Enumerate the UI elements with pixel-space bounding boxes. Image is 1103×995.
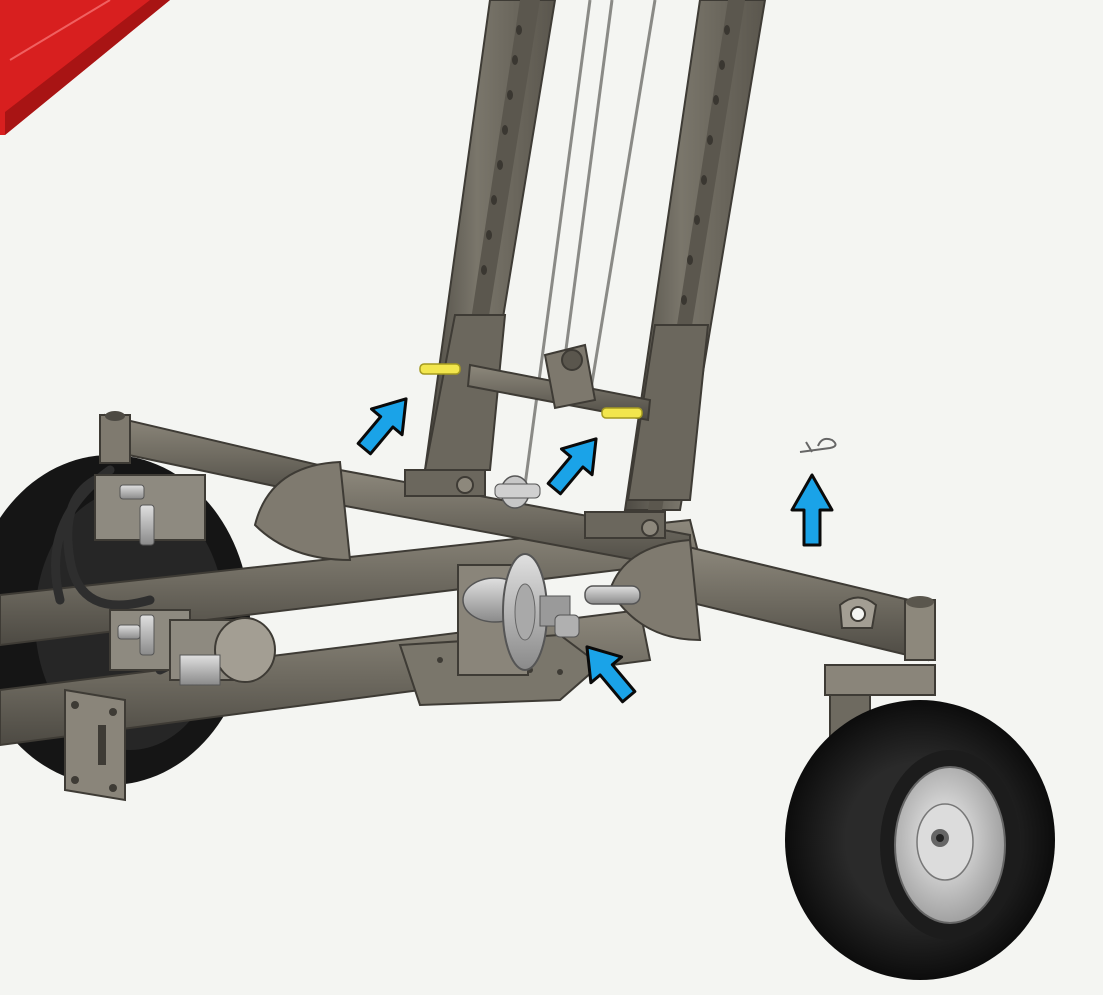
arrow-winch	[585, 645, 637, 704]
mast-left-rail	[423, 0, 557, 471]
hairpin-clip	[799, 437, 837, 453]
arrow-pin-right	[546, 437, 598, 496]
pin-left	[419, 363, 461, 375]
winch-assembly	[457, 475, 571, 676]
arrow-pin-left	[356, 397, 408, 456]
arrow-clip	[790, 473, 834, 547]
hydraulic-motor	[169, 617, 276, 686]
mast-right-rail	[623, 0, 767, 511]
red-body-corner	[0, 0, 170, 135]
pin-right	[601, 407, 643, 419]
lift-cables	[513, 0, 657, 561]
main-crossbeam	[99, 411, 936, 662]
left-mount-plate	[64, 688, 126, 802]
pulley-bracket	[543, 343, 597, 410]
winch-handle	[554, 585, 641, 638]
caster-wheel	[785, 664, 1055, 980]
